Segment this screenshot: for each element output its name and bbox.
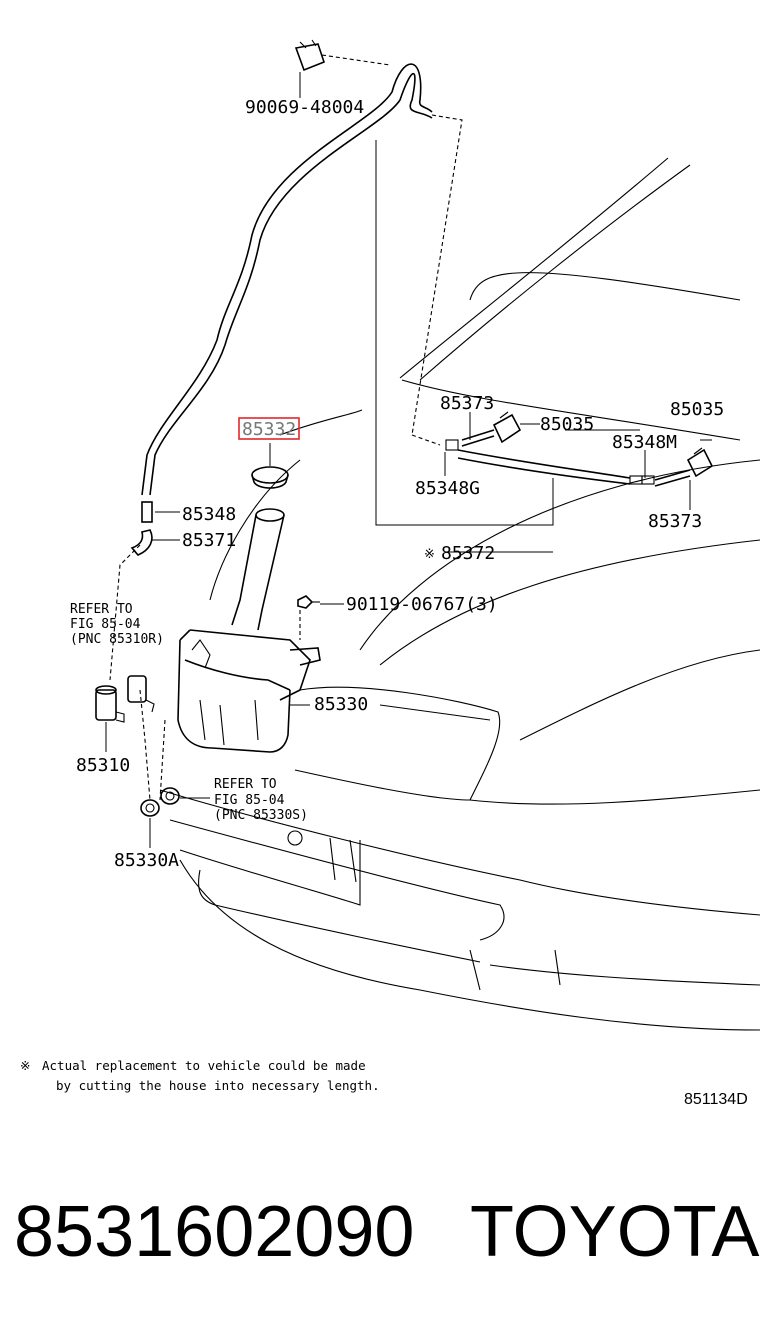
label-85373-lower: 85373	[648, 511, 702, 532]
label-85372: 85372	[441, 543, 495, 564]
hose-joint-85348	[141, 501, 153, 523]
refer-note-2-line3: (PNC 85330S)	[214, 808, 308, 823]
grommet-85330s	[160, 787, 180, 805]
grommet-85330a	[140, 799, 160, 817]
label-85373-upper: 85373	[440, 393, 494, 414]
highlight-box	[238, 417, 300, 440]
label-85371: 85371	[182, 530, 236, 551]
label-85035-left: 85035	[540, 414, 594, 435]
refer-note-2-line2: FIG 85-04	[214, 793, 285, 808]
part-number: 8531602090	[14, 1192, 414, 1272]
label-85330a: 85330A	[114, 850, 179, 871]
washer-nozzle-left	[492, 411, 522, 444]
footnote-symbol: ※	[20, 1058, 30, 1073]
washer-hose-nozzles	[445, 429, 691, 487]
hose-clip-90069	[294, 39, 325, 72]
bolt-90119	[297, 595, 320, 609]
label-85332[interactable]: 85332	[242, 419, 296, 440]
label-85310: 85310	[76, 755, 130, 776]
note-symbol-85372: ※	[424, 547, 435, 562]
label-85348m: 85348M	[612, 432, 677, 453]
label-85348g: 85348G	[415, 478, 480, 499]
washer-hose-hood	[141, 63, 433, 496]
washer-nozzle-right	[686, 447, 714, 478]
label-85330: 85330	[314, 694, 368, 715]
hose-elbow-85371	[130, 529, 153, 556]
footnote-line1: Actual replacement to vehicle could be m…	[42, 1058, 366, 1073]
refer-note-1-line2: FIG 85-04	[70, 617, 141, 632]
leader-lines	[105, 72, 712, 848]
footnote-line2: by cutting the house into necessary leng…	[56, 1078, 380, 1093]
label-85035-right: 85035	[670, 399, 724, 420]
car-body-outline	[159, 157, 760, 1031]
washer-pump	[95, 675, 155, 723]
refer-note-1-line3: (PNC 85310R)	[70, 632, 164, 647]
washer-tank	[177, 508, 321, 753]
label-85348: 85348	[182, 504, 236, 525]
refer-note-2-line1: REFER TO	[214, 777, 277, 792]
washer-tank-cap	[251, 466, 289, 489]
dashed-guides	[109, 54, 463, 801]
brand-name: TOYOTA	[470, 1192, 759, 1272]
refer-note-1-line1: REFER TO	[70, 602, 133, 617]
label-90119-06767: 90119-06767(3)	[346, 594, 498, 615]
label-90069-48004: 90069-48004	[245, 97, 364, 118]
figure-code: 851134D	[684, 1091, 748, 1108]
